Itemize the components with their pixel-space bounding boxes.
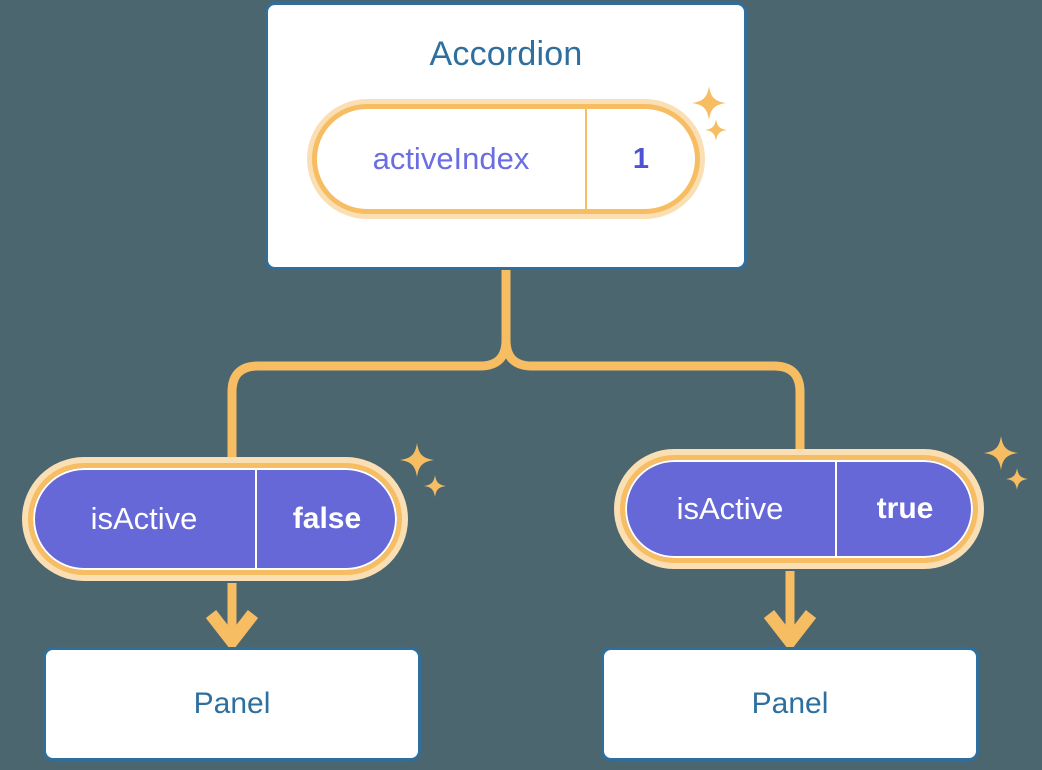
state-pill-value: false [255, 468, 397, 570]
panel-label: Panel [193, 687, 271, 720]
connector-branch-left [227, 335, 511, 473]
sparkle-icon [692, 86, 726, 120]
state-pill-value: 1 [585, 109, 695, 209]
state-pill-key: activeIndex [372, 141, 530, 176]
state-pill-active-index[interactable]: activeIndex 1 [312, 104, 700, 214]
panel-box-left[interactable]: Panel [43, 647, 421, 761]
sparkle-icon [424, 475, 446, 497]
state-pill-is-active-right[interactable]: isActive true [620, 455, 978, 563]
state-pill-key: isActive [676, 491, 784, 526]
panel-box-right[interactable]: Panel [601, 647, 979, 761]
page-title: Accordion [429, 35, 583, 73]
panel-label: Panel [751, 687, 829, 720]
state-pill-key: isActive [90, 501, 198, 536]
arrow-down-icon-left [205, 583, 259, 652]
sparkle-icon [984, 436, 1018, 470]
connector-branch-right [501, 335, 805, 465]
state-pill-value: true [835, 460, 973, 558]
sparkle-icon [1006, 468, 1028, 490]
sparkle-icon [400, 443, 434, 477]
arrow-down-icon-right [763, 571, 817, 652]
sparkle-icon [705, 119, 727, 141]
state-pill-is-active-left[interactable]: isActive false [28, 463, 402, 575]
